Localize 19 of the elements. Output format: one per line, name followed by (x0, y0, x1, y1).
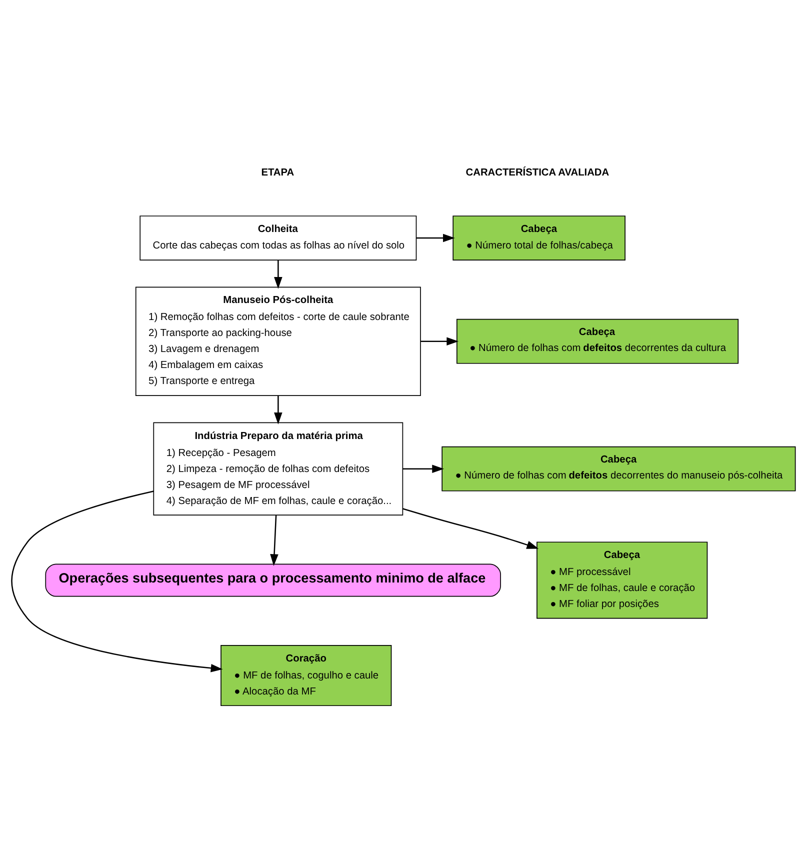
node-box: Colheita Corte das cabeças com todas as folhas ao nível do solo (140, 216, 417, 260)
arrow (420, 337, 459, 346)
arrow (274, 260, 282, 289)
node-box: Cabeça ● Número de folhas com defeitos decorrentes do manuseio pós-colheita (442, 446, 796, 492)
arrow (402, 508, 539, 549)
label: ETAPA (261, 167, 294, 178)
arrow (416, 234, 455, 242)
label: CARACTERÍSTICA AVALIADA (466, 167, 610, 178)
arrow (402, 464, 444, 473)
arrow (274, 396, 282, 424)
node-box: Cabeça ● Número de folhas com defeitos decorrentes da cultura (456, 318, 739, 364)
node-box: Cabeça ● MF processável ● MF de folhas, caule e coração ● MF foliar por posições (536, 542, 708, 619)
node-box: Indústria Preparo da matéria prima 1) Recepção - Pesagem 2) Limpeza - remoção de folhas com defeitos 3) Pesagem de MF processável 4) Separação de MF em folhas, caule e coração... (153, 422, 404, 516)
node-box: Operações subsequentes para o processamento minimo de alface (45, 564, 501, 597)
node-box: Manuseio Pós-colheita 1) Remoção folhas com defeitos - corte de caule sobrante 2) Transporte ao packing-house 3) Lavagem e drenagem 4) Embalagem em caixas 5) Transporte e entrega (135, 286, 421, 396)
arrow (270, 515, 278, 566)
node-box: Coração ● MF de folhas, cogulho e caule ● Alocação da MF (220, 645, 392, 706)
node-box: Cabeça ● Número total de folhas/cabeça (452, 216, 626, 260)
arrow (11, 490, 223, 672)
